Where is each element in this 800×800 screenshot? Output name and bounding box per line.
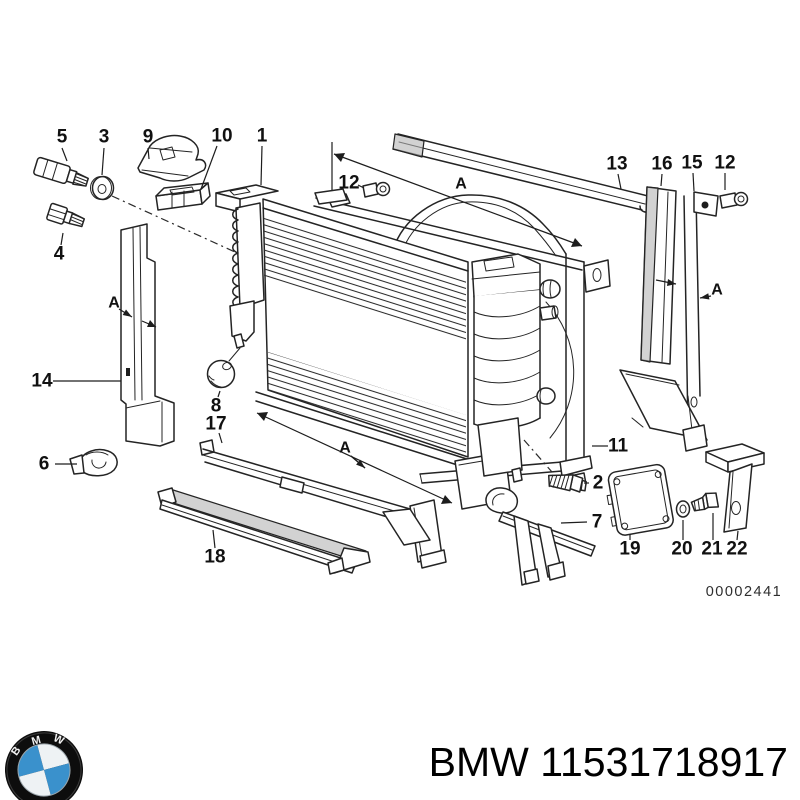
dimension-arrowhead [356,459,365,468]
callout-19: 19 [619,539,640,560]
callout-13: 13 [606,154,627,175]
callout-4: 4 [54,244,65,265]
part-20-washer [675,500,691,518]
callout-leader [101,147,105,176]
part-10-rubber-mount [155,182,211,211]
callout-21: 21 [701,539,723,560]
callout-8: 8 [211,396,222,417]
part-12-screw-top [362,181,391,198]
callout-leader [218,432,223,444]
part-number: 11531718917 [540,739,788,785]
dimension-arrowhead [122,309,132,317]
callout-22: 22 [726,539,747,560]
part-13-sealing-strip [392,133,657,213]
callout-leader [736,530,739,541]
callout-15: 15 [681,153,703,174]
brand-name: BMW [428,739,529,785]
callout-16: 16 [651,154,672,175]
callout-leader [200,145,218,190]
callout-14: 14 [31,371,53,392]
dimension-bottom [256,412,453,504]
part-2-drain-screw [547,474,587,493]
part-21-screw [690,492,720,512]
part-14-side-panel [120,223,175,447]
callout-17: 17 [205,414,226,435]
callout-7: 7 [592,512,603,533]
part-5-temp-sensor [33,156,89,187]
part-8-rubber-buffer [206,359,236,389]
dimension-label-a: A [339,440,351,457]
callout-leader [147,147,150,160]
part-4-drain-plug [46,202,86,228]
dimension-label-a: A [108,295,120,312]
callout-leader [260,145,263,186]
callout-leader [357,184,365,189]
dimension-arrowhead [700,293,710,300]
callout-12: 12 [338,173,359,194]
callout-11: 11 [608,436,629,457]
callout-leader [61,147,68,162]
exploded-parts-drawing: 00002441 5 3 9 10 1 12 13 16 15 12 4 14 6 817 18 2 7 11 19… [31,126,783,601]
callout-leader [617,173,622,190]
bmw-logo: B M W [0,690,110,800]
part-12-screw-right [719,191,749,209]
callout-12: 12 [714,153,735,174]
callout-leader [692,172,695,192]
part-22-bracket [705,443,765,533]
part-19-control-module [606,463,674,536]
part-number-caption: BMW 11531718917 [429,742,788,783]
callout-9: 9 [143,127,154,148]
callout-20: 20 [671,539,692,560]
callout-5: 5 [57,127,68,148]
part-15-side-bracket [619,191,719,452]
callout-leader [212,529,216,549]
part-3-washer [90,175,115,201]
callout-leader [660,173,663,187]
callout-2: 2 [593,473,604,494]
callout-3: 3 [99,127,110,148]
part-1-radiator [215,184,561,510]
logo-letter-m: M [30,734,42,748]
callout-18: 18 [204,547,225,568]
callout-6: 6 [39,454,50,475]
drawing-number: 00002441 [706,584,783,600]
part-6-clip [69,448,118,477]
dimension-label-a: A [711,282,723,299]
assembly-axis-lines [111,195,553,473]
callout-leader [60,232,64,246]
dimension-label-a: A [455,176,467,193]
callout-leader [217,390,221,398]
callout-leader [560,521,588,524]
part-7-support-bracket [485,487,596,586]
part-16-side-panel [640,186,677,365]
part-9-retaining-clip [137,134,207,182]
callout-1: 1 [257,126,268,147]
callout-10: 10 [211,126,232,147]
part-18-lower-sill-strip [157,487,371,575]
